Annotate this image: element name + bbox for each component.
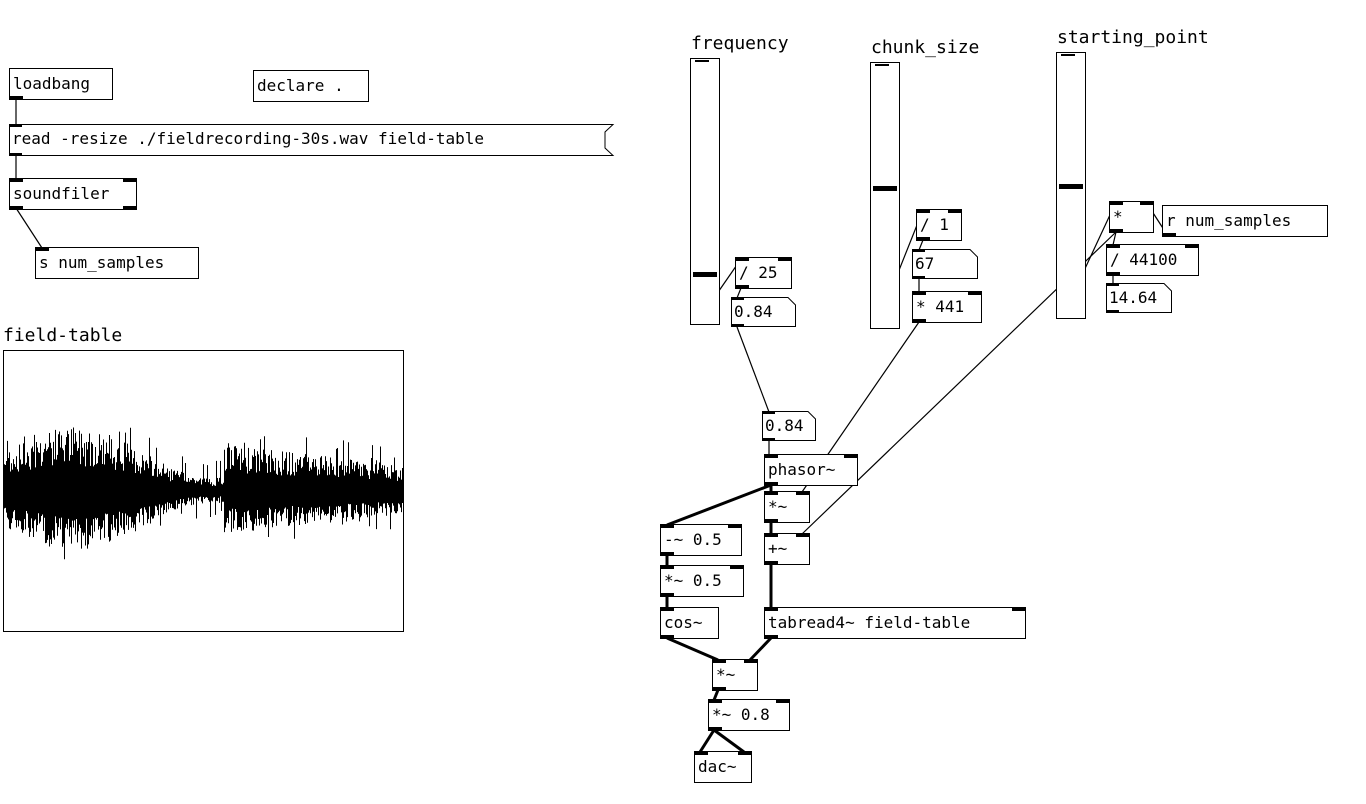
signal-cord: [713, 728, 745, 754]
multiply-object[interactable]: *: [1109, 201, 1154, 233]
soundfiler-object[interactable]: soundfiler: [9, 178, 137, 210]
number-value: 0.84: [765, 416, 804, 435]
object-text: loadbang: [13, 74, 91, 93]
object-text: *~ 0.5: [664, 571, 722, 590]
signal-multiply-object[interactable]: *~: [764, 491, 810, 523]
object-text: +~: [768, 539, 788, 558]
multiply-441-object[interactable]: * 441: [912, 291, 982, 323]
loadbang-object[interactable]: loadbang: [9, 68, 113, 100]
signal-multiply-window-object[interactable]: *~: [712, 659, 758, 691]
object-text: tabread4~ field-table: [768, 613, 971, 632]
object-text: *~ 0.8: [712, 705, 770, 724]
waveform: [4, 427, 403, 560]
signal-multiply-half-object[interactable]: *~ 0.5: [660, 565, 744, 597]
message-text: read -resize ./fieldrecording-30s.wav fi…: [12, 129, 485, 148]
object-text: s num_samples: [39, 253, 165, 272]
object-text: dac~: [698, 757, 737, 776]
frequency-slider[interactable]: [690, 58, 720, 325]
divide-1-object[interactable]: / 1: [916, 209, 962, 241]
signal-cord: [666, 483, 772, 527]
start-seconds-number-box[interactable]: 14.64: [1106, 283, 1172, 313]
object-text: / 1: [920, 215, 949, 234]
cos-object[interactable]: cos~: [660, 607, 719, 639]
starting-point-slider[interactable]: [1056, 52, 1086, 319]
chunk-number-box[interactable]: 67: [912, 249, 978, 279]
divide-44100-object[interactable]: / 44100: [1106, 244, 1199, 276]
phasor-object[interactable]: phasor~: [764, 454, 858, 486]
object-text: r num_samples: [1166, 211, 1292, 230]
signal-cord: [666, 636, 719, 662]
slider-knob[interactable]: [693, 271, 717, 277]
object-text: cos~: [664, 613, 703, 632]
send-num-samples-object[interactable]: s num_samples: [35, 247, 199, 279]
object-text: soundfiler: [13, 184, 110, 203]
receive-num-samples-object[interactable]: r num_samples: [1162, 205, 1328, 237]
number-value: 0.84: [734, 302, 773, 321]
signal-subtract-object[interactable]: -~ 0.5: [660, 524, 742, 556]
object-text: / 44100: [1110, 250, 1178, 269]
read-message[interactable]: read -resize ./fieldrecording-30s.wav fi…: [9, 124, 615, 156]
freq-number-box[interactable]: 0.84: [731, 297, 796, 327]
dac-object[interactable]: dac~: [694, 751, 752, 783]
object-text: *: [1113, 207, 1123, 226]
chunk-size-slider[interactable]: [870, 62, 900, 329]
signal-gain-object[interactable]: *~ 0.8: [708, 699, 790, 731]
slider-label-chunk-size: chunk_size: [871, 37, 980, 58]
object-text: phasor~: [768, 460, 836, 479]
object-text: *~: [768, 497, 788, 516]
slider-knob[interactable]: [873, 185, 897, 191]
field-table-array[interactable]: [3, 350, 404, 632]
slider-knob[interactable]: [1059, 183, 1083, 189]
object-text: declare .: [257, 76, 344, 95]
number-value: 14.64: [1109, 288, 1158, 307]
tabread4-object[interactable]: tabread4~ field-table: [764, 607, 1026, 639]
array-label: field-table: [3, 325, 123, 346]
signal-cord: [698, 729, 716, 753]
slider-label-frequency: frequency: [691, 33, 789, 54]
object-text: * 441: [916, 297, 965, 316]
object-text: *~: [716, 665, 736, 684]
number-value: 67: [915, 254, 935, 273]
object-text: / 25: [739, 263, 778, 282]
signal-cord: [748, 636, 773, 662]
divide-25-object[interactable]: / 25: [735, 257, 792, 289]
object-text: -~ 0.5: [664, 530, 722, 549]
signal-add-object[interactable]: +~: [764, 533, 810, 565]
cord: [15, 207, 43, 249]
declare-object[interactable]: declare .: [253, 70, 369, 102]
slider-label-starting-point: starting_point: [1057, 27, 1209, 48]
phasor-freq-number-box[interactable]: 0.84: [762, 411, 816, 441]
cord: [736, 326, 770, 413]
waveform-trace: [4, 427, 403, 560]
